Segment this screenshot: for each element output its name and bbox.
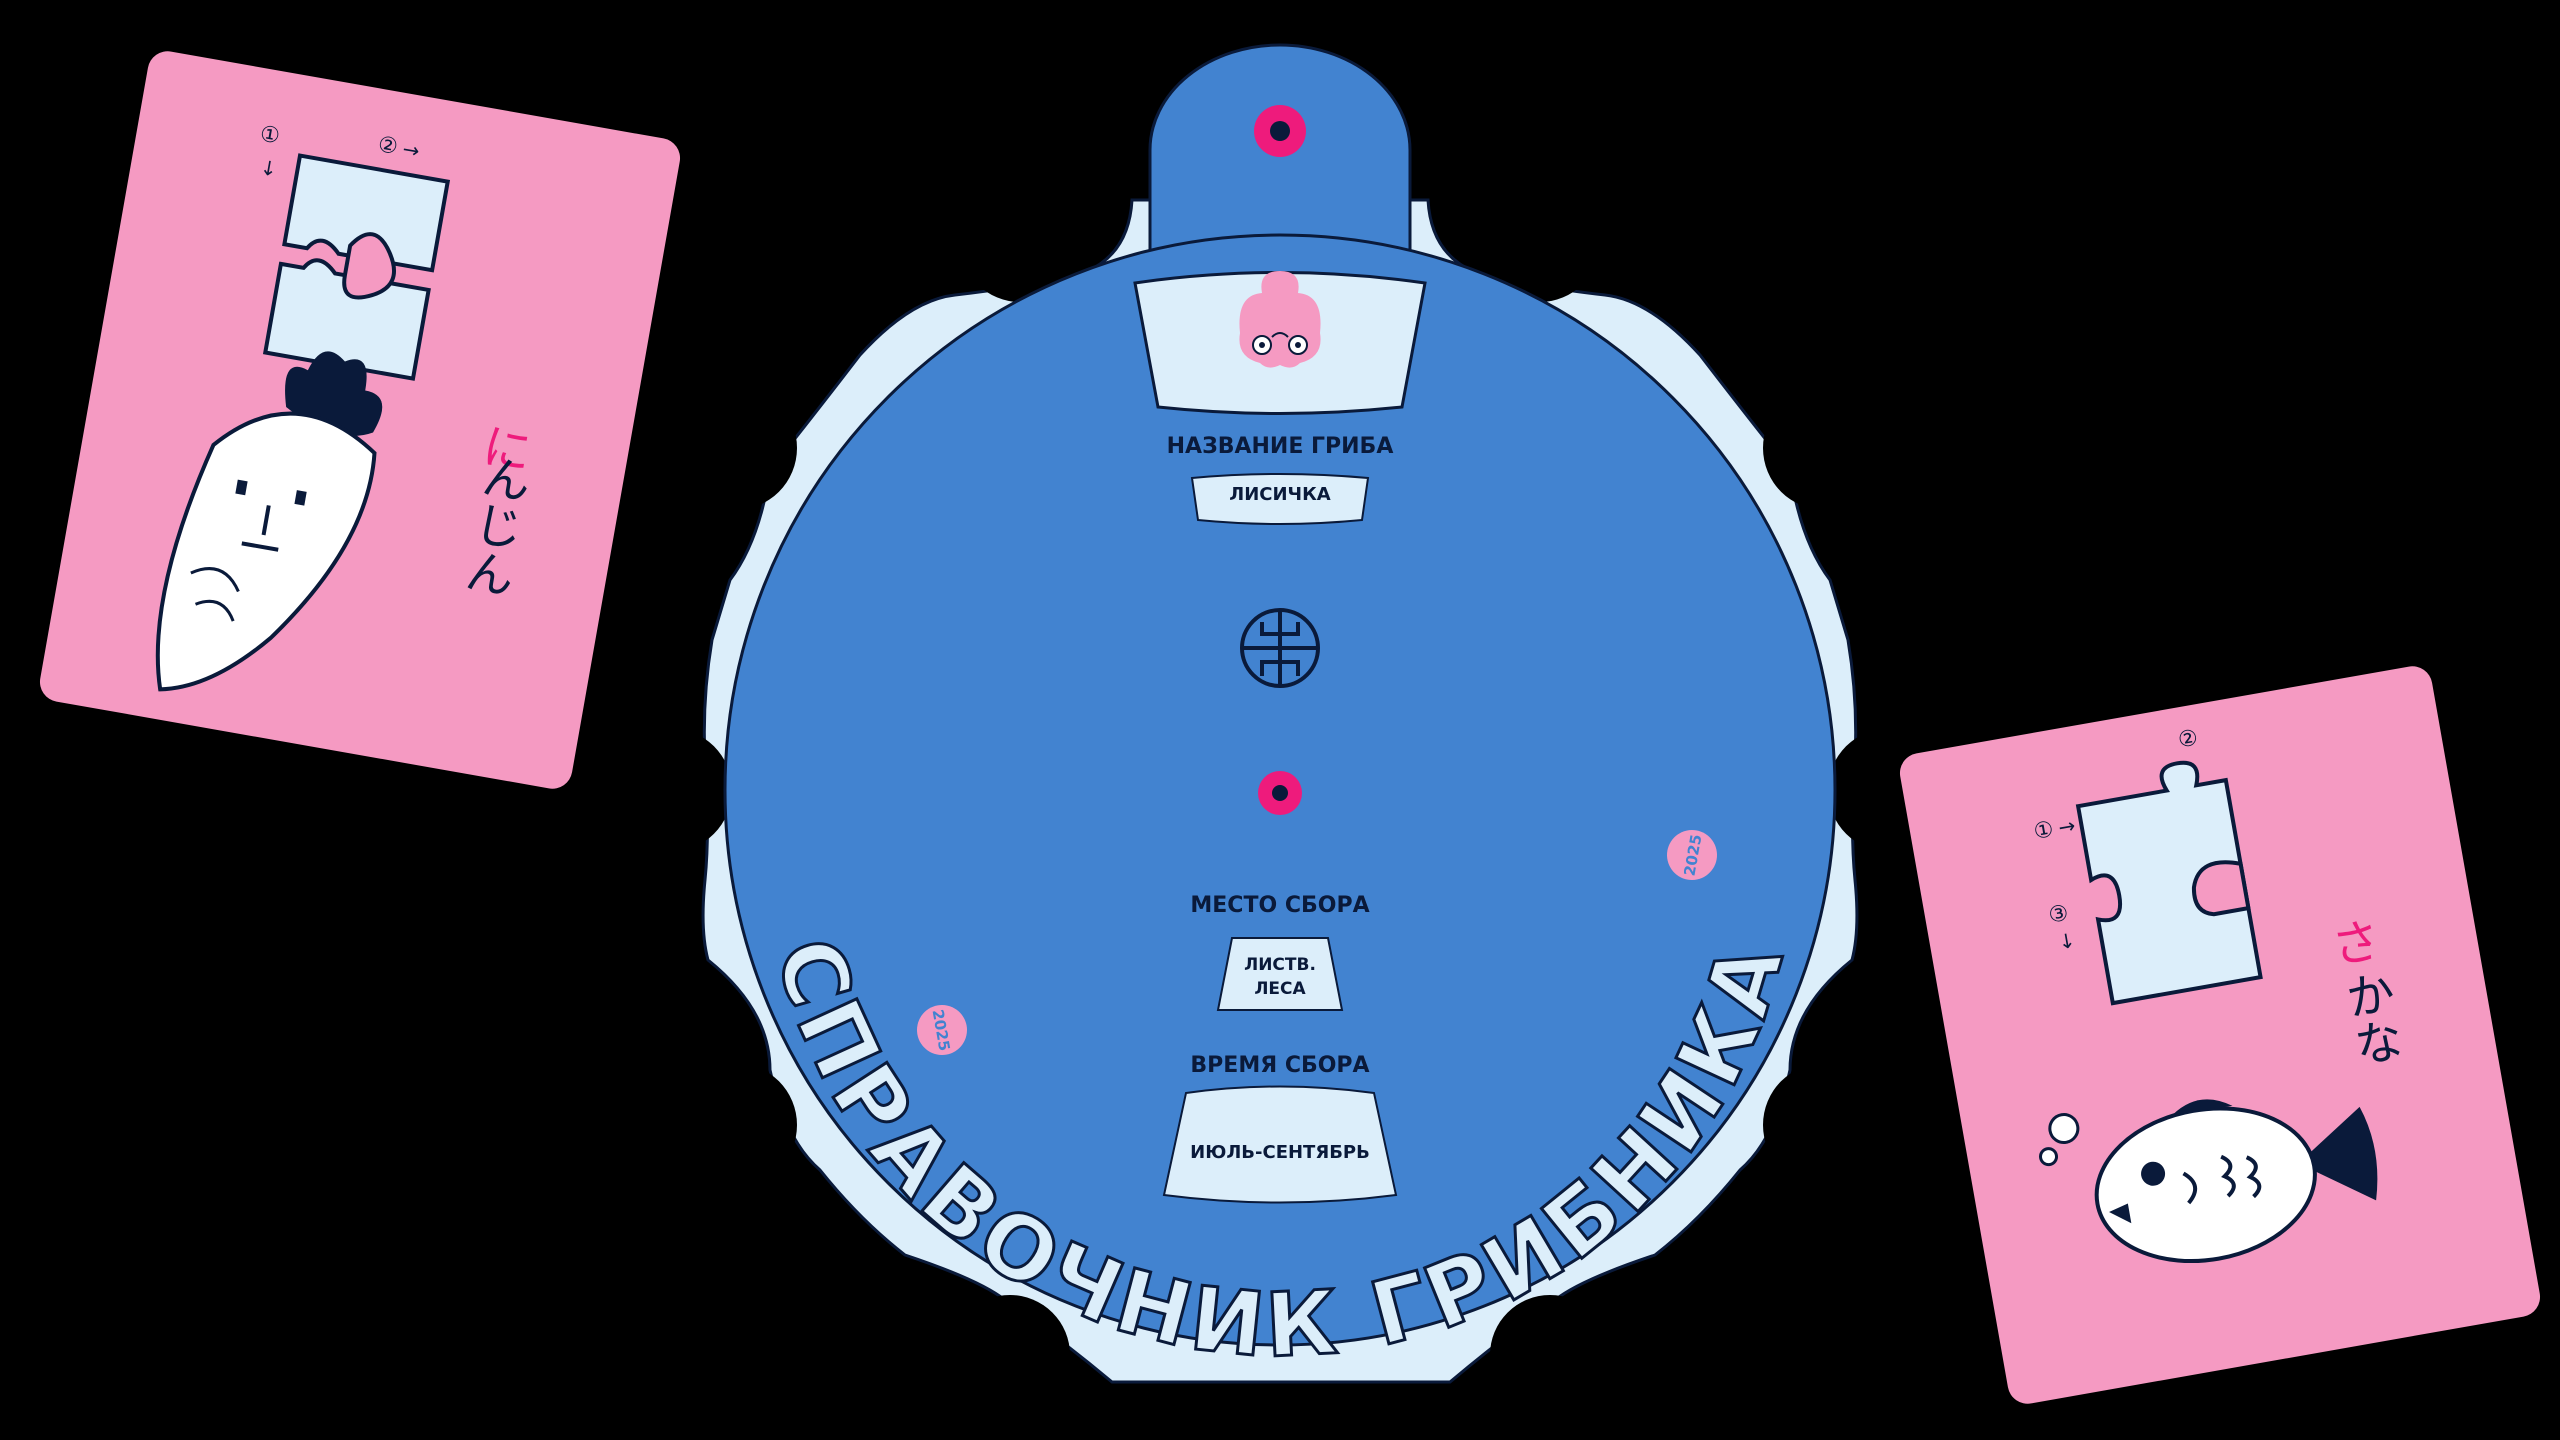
- crosshair-logo-icon: [1240, 608, 1320, 688]
- scallop-notch: [950, 1295, 1070, 1415]
- arrow-glyph: ↓: [258, 155, 279, 182]
- word-accent-char: さ: [2328, 912, 2385, 975]
- time-field[interactable]: [1162, 1085, 1398, 1204]
- mushroom-guide-wheel[interactable]: СПРАВОЧНИК ГРИБНИКА НАЗВАНИЕ ГРИБА ЛИСИЧ…: [608, 43, 1952, 1415]
- scallop-notch: [1490, 1295, 1610, 1415]
- mushroom-name-label: НАЗВАНИЕ ГРИБА: [1167, 434, 1394, 459]
- bubble-icon: [2039, 1147, 2059, 1167]
- scallop-notch: [673, 1063, 797, 1187]
- arrow-glyph: →: [401, 136, 422, 163]
- time-value: ИЮЛЬ-СЕНТЯБРЬ: [1190, 1142, 1370, 1163]
- arrow-glyph: ↓: [2056, 928, 2077, 955]
- arrow-glyph: →: [2056, 813, 2077, 840]
- mushroom-icon: [1239, 271, 1321, 368]
- year-badge-right: 2025: [1667, 830, 1717, 880]
- puzzle-step-2: ②: [376, 132, 400, 160]
- place-field[interactable]: [1216, 937, 1344, 1011]
- card-background: [1899, 666, 2541, 1404]
- flashcard-fish[interactable]: ① ② ③ → ↓ さ かな: [1897, 663, 2543, 1407]
- japanese-word: に: [479, 418, 536, 481]
- word-accent-char: に: [479, 418, 536, 481]
- japanese-word: さ: [2328, 912, 2385, 975]
- scallop-notch: [673, 386, 797, 510]
- mushroom-name-value: ЛИСИЧКА: [1229, 484, 1331, 505]
- scallop-notch: [1763, 1063, 1887, 1187]
- mushroom-name-field[interactable]: [1190, 473, 1370, 525]
- puzzle-step-3: ③: [2047, 901, 2071, 929]
- scallop-notch: [1763, 386, 1887, 510]
- bubble-icon: [2048, 1113, 2080, 1145]
- place-label: МЕСТО СБОРА: [1190, 893, 1369, 918]
- scallop-notch: [608, 728, 732, 852]
- hanger-hole-icon: [1254, 105, 1306, 157]
- carrot-icon: [155, 351, 383, 692]
- place-value-line1: ЛИСТВ.: [1244, 955, 1316, 975]
- year-badge-left: 2025: [917, 1005, 967, 1055]
- puzzle-step-2: ②: [2176, 726, 2200, 754]
- puzzle-step-1: ①: [2032, 817, 2056, 845]
- place-value-line2: ЛЕСА: [1254, 979, 1306, 999]
- puzzle-icon: ① ② ③ → ↓: [2032, 726, 2263, 1006]
- puzzle-step-1: ①: [258, 122, 282, 150]
- flashcard-carrot[interactable]: ① ② ③ ↓ → → に んじん: [37, 48, 683, 792]
- scallop-notch: [1480, 182, 1600, 302]
- scallop-notch: [960, 182, 1080, 302]
- pivot-hole-icon: [1258, 771, 1302, 815]
- time-label: ВРЕМЯ СБОРА: [1190, 1053, 1369, 1078]
- fish-icon: [2039, 1099, 2378, 1264]
